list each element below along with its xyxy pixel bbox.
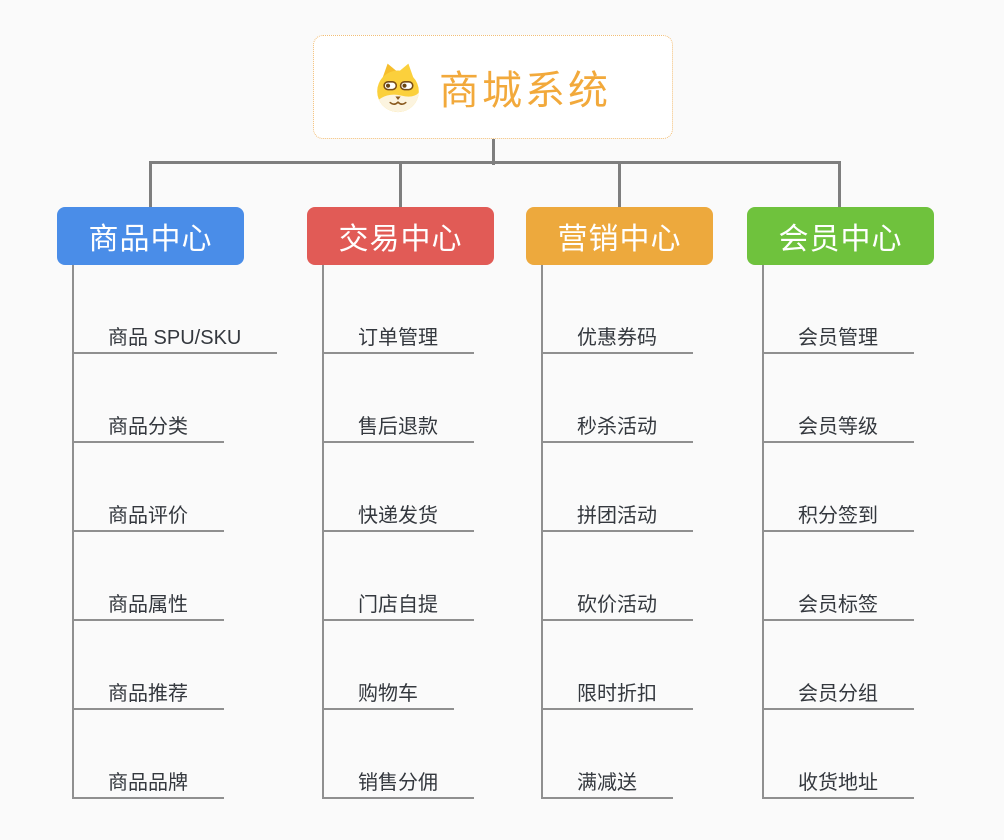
branch-3: 营销中心优惠券码秒杀活动拼团活动砍价活动限时折扣满减送: [526, 207, 713, 799]
child-label: 限时折扣: [543, 677, 693, 710]
child-node[interactable]: 秒杀活动: [543, 354, 713, 443]
child-node[interactable]: 会员标签: [764, 532, 934, 621]
child-label: 商品推荐: [74, 677, 224, 710]
child-label: 会员标签: [764, 588, 914, 621]
connector-horizontal: [149, 161, 840, 164]
child-node[interactable]: 砍价活动: [543, 532, 713, 621]
child-node[interactable]: 商品推荐: [74, 621, 244, 710]
root-title: 商城系统: [439, 69, 611, 113]
branch-node[interactable]: 商品中心: [57, 207, 244, 265]
child-label: 商品品牌: [74, 766, 224, 799]
child-label: 秒杀活动: [543, 410, 693, 443]
child-node[interactable]: 销售分佣: [324, 710, 494, 799]
child-label: 售后退款: [324, 410, 474, 443]
child-node[interactable]: 门店自提: [324, 532, 494, 621]
child-node[interactable]: 售后退款: [324, 354, 494, 443]
child-node[interactable]: 商品评价: [74, 443, 244, 532]
connector-drop-1: [149, 161, 152, 207]
dog-face-icon: [377, 63, 419, 113]
child-label: 购物车: [324, 677, 454, 710]
root-node[interactable]: 商城系统: [313, 35, 673, 139]
child-node[interactable]: 限时折扣: [543, 621, 713, 710]
child-label: 积分签到: [764, 499, 914, 532]
branch-children: 商品 SPU/SKU 商品分类商品评价商品属性商品推荐商品品牌: [72, 265, 278, 799]
branch-children: 订单管理售后退款快递发货门店自提购物车销售分佣: [322, 265, 494, 799]
child-label: 会员管理: [764, 321, 914, 354]
child-label: 拼团活动: [543, 499, 693, 532]
child-node[interactable]: 商品分类: [74, 354, 244, 443]
child-label: 销售分佣: [324, 766, 474, 799]
child-node[interactable]: 商品 SPU/SKU: [74, 265, 278, 354]
child-label: 收货地址: [764, 766, 914, 799]
child-label: 商品分类: [74, 410, 224, 443]
child-node[interactable]: 购物车: [324, 621, 494, 710]
connector-drop-4: [838, 161, 841, 207]
child-label: 门店自提: [324, 588, 474, 621]
child-node[interactable]: 会员等级: [764, 354, 934, 443]
branch-children: 会员管理会员等级积分签到会员标签会员分组收货地址: [762, 265, 934, 799]
child-label: 商品评价: [74, 499, 224, 532]
child-label: 砍价活动: [543, 588, 693, 621]
child-node[interactable]: 满减送: [543, 710, 713, 799]
child-node[interactable]: 会员管理: [764, 265, 934, 354]
child-label: 优惠券码: [543, 321, 693, 354]
branch-4: 会员中心会员管理会员等级积分签到会员标签会员分组收货地址: [747, 207, 934, 799]
child-node[interactable]: 会员分组: [764, 621, 934, 710]
child-node[interactable]: 优惠券码: [543, 265, 713, 354]
connector-root-trunk: [492, 139, 495, 165]
child-node[interactable]: 商品属性: [74, 532, 244, 621]
child-label: 商品 SPU/SKU: [74, 321, 278, 354]
child-label: 商品属性: [74, 588, 224, 621]
child-node[interactable]: 积分签到: [764, 443, 934, 532]
child-label: 会员分组: [764, 677, 914, 710]
child-node[interactable]: 收货地址: [764, 710, 934, 799]
child-node[interactable]: 快递发货: [324, 443, 494, 532]
branch-node[interactable]: 会员中心: [747, 207, 934, 265]
branch-1: 商品中心商品 SPU/SKU 商品分类商品评价商品属性商品推荐商品品牌: [57, 207, 278, 799]
child-node[interactable]: 订单管理: [324, 265, 494, 354]
branch-2: 交易中心订单管理售后退款快递发货门店自提购物车销售分佣: [307, 207, 494, 799]
child-label: 订单管理: [324, 321, 474, 354]
child-label: 会员等级: [764, 410, 914, 443]
connector-drop-2: [399, 161, 402, 207]
branch-children: 优惠券码秒杀活动拼团活动砍价活动限时折扣满减送: [541, 265, 713, 799]
child-node[interactable]: 商品品牌: [74, 710, 244, 799]
branch-node[interactable]: 营销中心: [526, 207, 713, 265]
child-node[interactable]: 拼团活动: [543, 443, 713, 532]
child-label: 快递发货: [324, 499, 474, 532]
child-label: 满减送: [543, 766, 673, 799]
connector-drop-3: [618, 161, 621, 207]
branch-node[interactable]: 交易中心: [307, 207, 494, 265]
